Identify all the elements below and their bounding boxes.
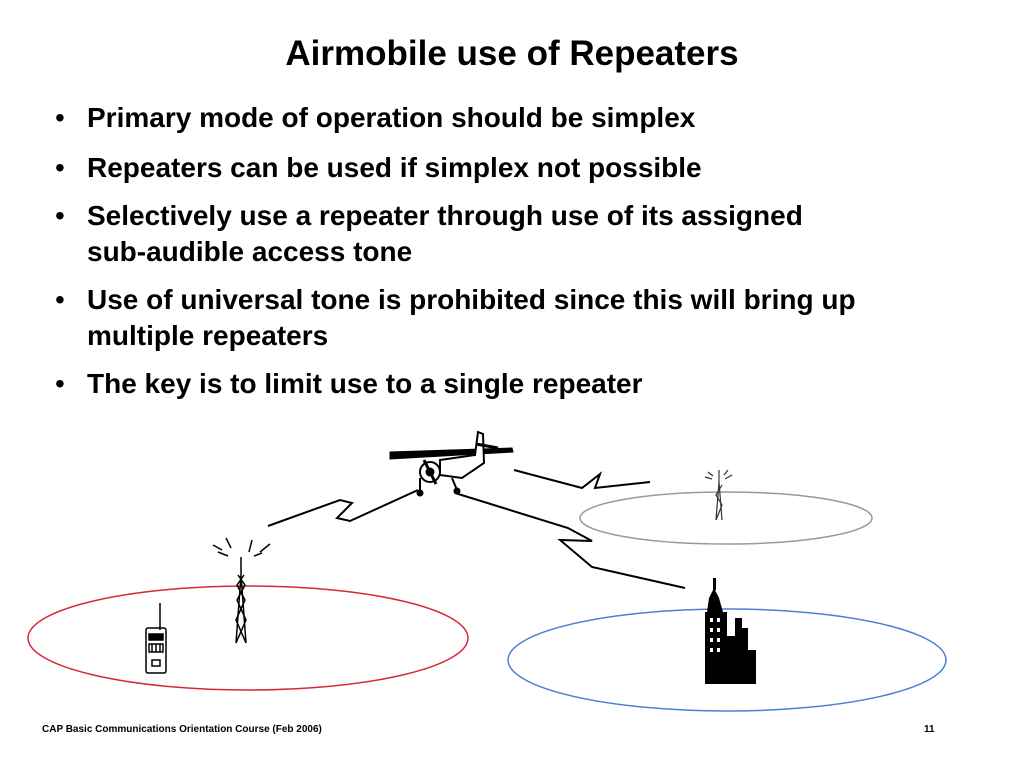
airplane-icon	[389, 430, 514, 497]
bullet-dot: •	[55, 284, 65, 315]
slide-title: Airmobile use of Repeaters	[285, 34, 739, 73]
repeater-diagram	[27, 430, 947, 712]
bullet-text: Selectively use a repeater through use o…	[87, 200, 803, 267]
handheld-radio-icon	[145, 603, 167, 674]
footer-course-title: CAP Basic Communications Orientation Cou…	[42, 724, 322, 735]
bullet-list: • Primary mode of operation should be si…	[55, 100, 955, 416]
bullet-dot: •	[55, 200, 65, 231]
bullet-dot: •	[55, 368, 65, 399]
bullet-dot: •	[55, 152, 65, 183]
bullet-dot: •	[55, 102, 65, 133]
coverage-area-bottom-right	[507, 608, 947, 712]
bullet-text: The key is to limit use to a single repe…	[87, 368, 643, 399]
bullet-item: • Selectively use a repeater through use…	[55, 198, 955, 270]
radio-wave-left	[267, 489, 419, 527]
bullet-item: • Use of universal tone is prohibited si…	[55, 282, 955, 354]
bullet-text: Primary mode of operation should be simp…	[87, 102, 696, 133]
page-number: 11	[924, 724, 935, 735]
radio-wave-top-right	[513, 469, 651, 490]
bullet-text: Use of universal tone is prohibited sinc…	[87, 284, 856, 351]
bullet-item: • Primary mode of operation should be si…	[55, 100, 955, 136]
radio-tower-icon	[212, 537, 271, 644]
bullet-item: • Repeaters can be used if simplex not p…	[55, 150, 955, 186]
coverage-area-top-right	[579, 491, 873, 545]
radio-wave-bottom-right	[454, 492, 686, 589]
radio-tower-icon	[704, 469, 733, 521]
bullet-item: • The key is to limit use to a single re…	[55, 366, 955, 402]
skyscraper-icon	[705, 578, 756, 684]
bullet-text: Repeaters can be used if simplex not pos…	[87, 152, 702, 183]
coverage-area-left	[27, 585, 469, 691]
